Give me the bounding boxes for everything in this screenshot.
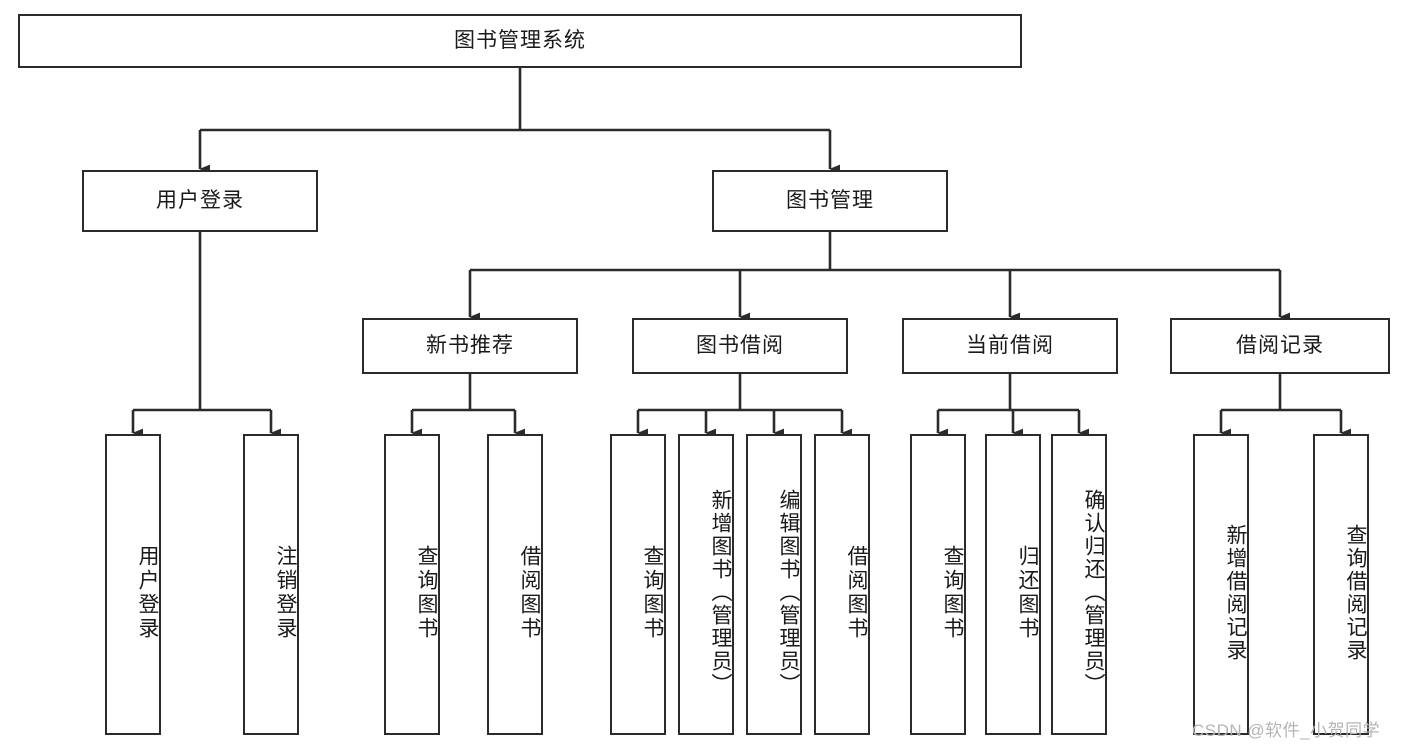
node-label: 查询图书 — [941, 544, 964, 641]
node-label: 编辑图书（管理员） — [777, 489, 800, 696]
node-leaf-add-record[interactable]: 新增借阅记录 — [1193, 434, 1249, 735]
node-label: 借阅图书 — [518, 544, 541, 641]
node-book-borrow[interactable]: 图书借阅 — [632, 318, 848, 374]
node-leaf-query-book-1[interactable]: 查询图书 — [384, 434, 440, 735]
node-user-login[interactable]: 用户登录 — [82, 170, 318, 232]
csdn-watermark: CSDN @软件_小贺同学 — [1192, 721, 1381, 740]
node-leaf-edit-book[interactable]: 编辑图书（管理员） — [746, 434, 802, 735]
node-borrow-record[interactable]: 借阅记录 — [1170, 318, 1390, 374]
node-label: 注销登录 — [274, 544, 297, 641]
node-label: 确认归还（管理员） — [1082, 489, 1105, 696]
node-label: 新增借阅记录 — [1224, 523, 1247, 662]
node-label: 新增图书（管理员） — [709, 489, 732, 696]
node-leaf-confirm-ret[interactable]: 确认归还（管理员） — [1051, 434, 1107, 735]
node-label: 图书管理系统 — [454, 29, 586, 53]
node-label: 用户登录 — [156, 189, 244, 213]
node-leaf-query-book-3[interactable]: 查询图书 — [910, 434, 966, 735]
node-label: 新书推荐 — [426, 334, 514, 358]
node-label: 当前借阅 — [966, 334, 1054, 358]
node-book-manage[interactable]: 图书管理 — [712, 170, 948, 232]
node-root[interactable]: 图书管理系统 — [18, 14, 1022, 68]
node-leaf-logout[interactable]: 注销登录 — [243, 434, 299, 735]
node-leaf-add-book[interactable]: 新增图书（管理员） — [678, 434, 734, 735]
node-label: 查询图书 — [641, 544, 664, 641]
node-leaf-borrow-book-1[interactable]: 借阅图书 — [487, 434, 543, 735]
node-leaf-return-book[interactable]: 归还图书 — [985, 434, 1041, 735]
node-label: 查询图书 — [415, 544, 438, 641]
node-label: 查询借阅记录 — [1344, 523, 1367, 662]
node-label: 归还图书 — [1016, 544, 1039, 641]
node-leaf-query-record[interactable]: 查询借阅记录 — [1313, 434, 1369, 735]
node-label: 借阅记录 — [1236, 334, 1324, 358]
node-label: 图书借阅 — [696, 334, 784, 358]
node-leaf-borrow-book-2[interactable]: 借阅图书 — [814, 434, 870, 735]
node-label: 图书管理 — [786, 189, 874, 213]
node-label: 借阅图书 — [845, 544, 868, 641]
node-leaf-query-book-2[interactable]: 查询图书 — [610, 434, 666, 735]
node-new-book-rec[interactable]: 新书推荐 — [362, 318, 578, 374]
node-current-borrow[interactable]: 当前借阅 — [902, 318, 1118, 374]
node-label: 用户登录 — [136, 544, 159, 641]
node-leaf-user-login[interactable]: 用户登录 — [105, 434, 161, 735]
